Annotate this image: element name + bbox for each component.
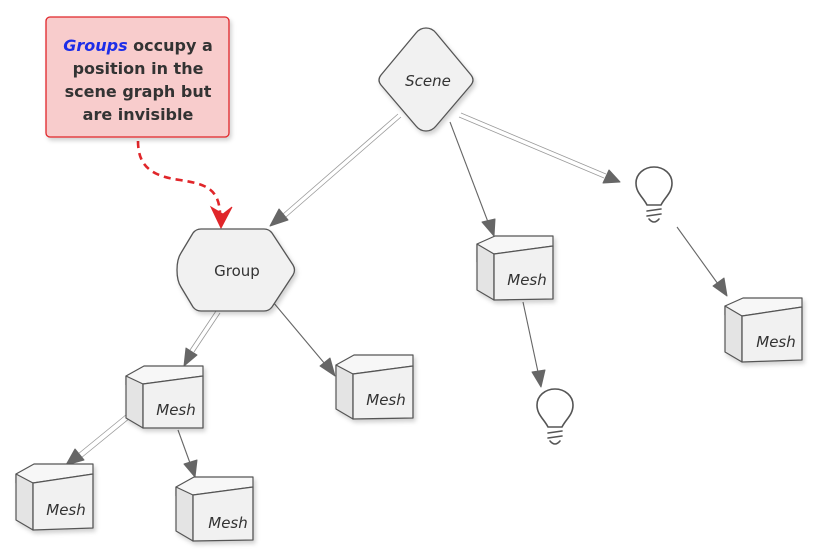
mesh-node-light-child[interactable]: Mesh [724, 297, 803, 363]
mesh-label-light-child: Mesh [756, 333, 796, 351]
mesh-node-leaf-left[interactable]: Mesh [15, 463, 94, 531]
note-line-1: Groups occupy a [63, 36, 213, 55]
note-line-4: are invisible [83, 105, 194, 124]
mesh-node-scene-child[interactable]: Mesh [476, 235, 554, 301]
annotation-note: Groups occupy a position in the scene gr… [45, 16, 230, 138]
mesh-label-scene-child: Mesh [507, 271, 547, 289]
edge-mesh-to-leaf-right [177, 429, 198, 478]
note-line-3: scene graph but [65, 82, 212, 101]
lightbulb-icon-top[interactable] [635, 166, 673, 223]
edge-scene-to-light [458, 112, 621, 184]
edge-scene-to-group [269, 113, 402, 227]
note-line-2: position in the [73, 59, 204, 78]
mesh-node-group-child-left[interactable]: Mesh [125, 365, 204, 429]
mesh-node-leaf-right[interactable]: Mesh [175, 476, 254, 542]
note-connector [136, 140, 233, 230]
edge-mesh-to-light [522, 301, 546, 388]
mesh-label-leaf-right: Mesh [208, 514, 248, 532]
mesh-label-group-child-right: Mesh [366, 391, 406, 409]
group-label: Group [214, 262, 260, 280]
scene-node[interactable]: Scene [378, 27, 474, 132]
note-emphasis: Groups [63, 36, 127, 55]
scene-label: Scene [405, 72, 451, 90]
edge-group-to-mesh-left [183, 310, 221, 367]
edge-group-to-mesh-right [272, 301, 336, 377]
note-line-1-rest: occupy a [128, 36, 213, 55]
edge-scene-to-mesh [449, 121, 496, 237]
group-node[interactable]: Group [176, 228, 296, 312]
edge-light-to-mesh [676, 226, 728, 297]
lightbulb-icon-bottom[interactable] [536, 388, 574, 445]
edge-mesh-to-leaf-left [65, 413, 131, 466]
mesh-label-group-child-left: Mesh [156, 401, 196, 419]
mesh-node-group-child-right[interactable]: Mesh [335, 354, 414, 420]
mesh-label-leaf-left: Mesh [46, 501, 86, 519]
